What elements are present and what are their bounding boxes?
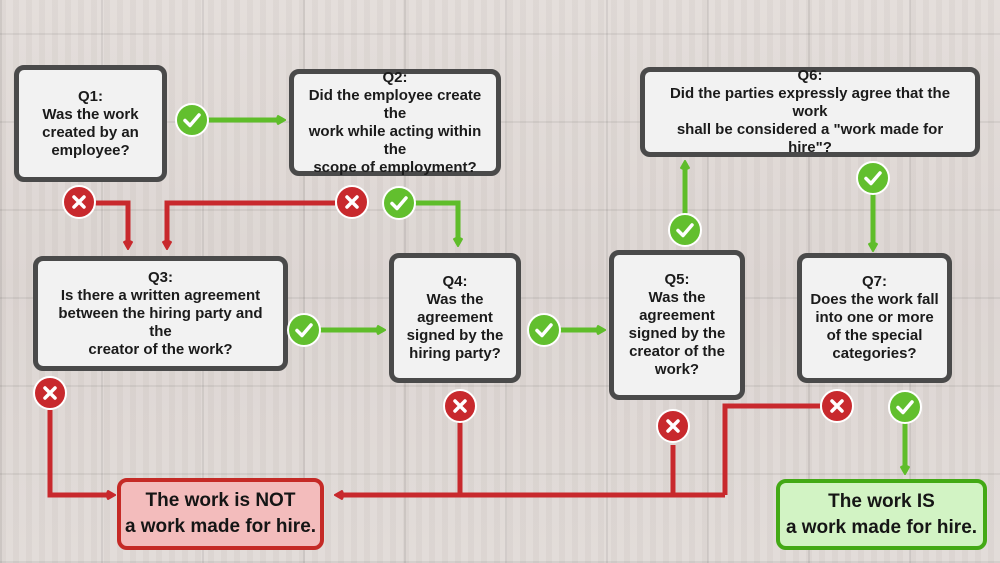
q3-no-connector bbox=[50, 410, 113, 495]
question-text: Was the agreement signed by the creator … bbox=[629, 289, 726, 379]
x-icon bbox=[656, 409, 690, 443]
x-icon bbox=[335, 185, 369, 219]
question-box-q5: Q5: Was the agreement signed by the crea… bbox=[609, 250, 745, 400]
check-icon bbox=[888, 390, 922, 424]
question-id: Q2: bbox=[382, 69, 407, 87]
question-box-q1: Q1: Was the work created by an employee? bbox=[14, 65, 167, 182]
x-icon bbox=[62, 185, 96, 219]
question-id: Q1: bbox=[78, 88, 103, 106]
x-icon bbox=[33, 376, 67, 410]
check-icon bbox=[175, 103, 209, 137]
question-text: Was the work created by an employee? bbox=[42, 106, 139, 160]
question-id: Q4: bbox=[442, 273, 467, 291]
question-id: Q5: bbox=[664, 271, 689, 289]
question-text: Does the work fall into one or more of t… bbox=[810, 291, 938, 363]
result-is-work-for-hire: The work IS a work made for hire. bbox=[776, 479, 987, 550]
question-id: Q3: bbox=[148, 269, 173, 287]
question-box-q7: Q7: Does the work fall into one or more … bbox=[797, 253, 952, 383]
check-icon bbox=[668, 213, 702, 247]
check-icon bbox=[287, 313, 321, 347]
check-icon bbox=[382, 186, 416, 220]
x-icon bbox=[820, 389, 854, 423]
question-id: Q7: bbox=[862, 273, 887, 291]
question-box-q3: Q3: Is there a written agreement between… bbox=[33, 256, 288, 371]
check-icon bbox=[527, 313, 561, 347]
q1-no-connector bbox=[95, 203, 128, 247]
question-box-q6: Q6: Did the parties expressly agree that… bbox=[640, 67, 980, 157]
question-text: Was the agreement signed by the hiring p… bbox=[407, 291, 504, 363]
question-text: Did the parties expressly agree that the… bbox=[653, 85, 967, 157]
question-box-q4: Q4: Was the agreement signed by the hiri… bbox=[389, 253, 521, 383]
question-text: Is there a written agreement between the… bbox=[46, 287, 275, 359]
x-icon bbox=[443, 389, 477, 423]
question-text: Did the employee create the work while a… bbox=[302, 87, 488, 177]
q2-no-connector bbox=[167, 203, 335, 247]
question-box-q2: Q2: Did the employee create the work whi… bbox=[289, 69, 501, 176]
question-id: Q6: bbox=[797, 67, 822, 85]
check-icon bbox=[856, 161, 890, 195]
result-not-work-for-hire: The work is NOT a work made for hire. bbox=[117, 478, 324, 550]
